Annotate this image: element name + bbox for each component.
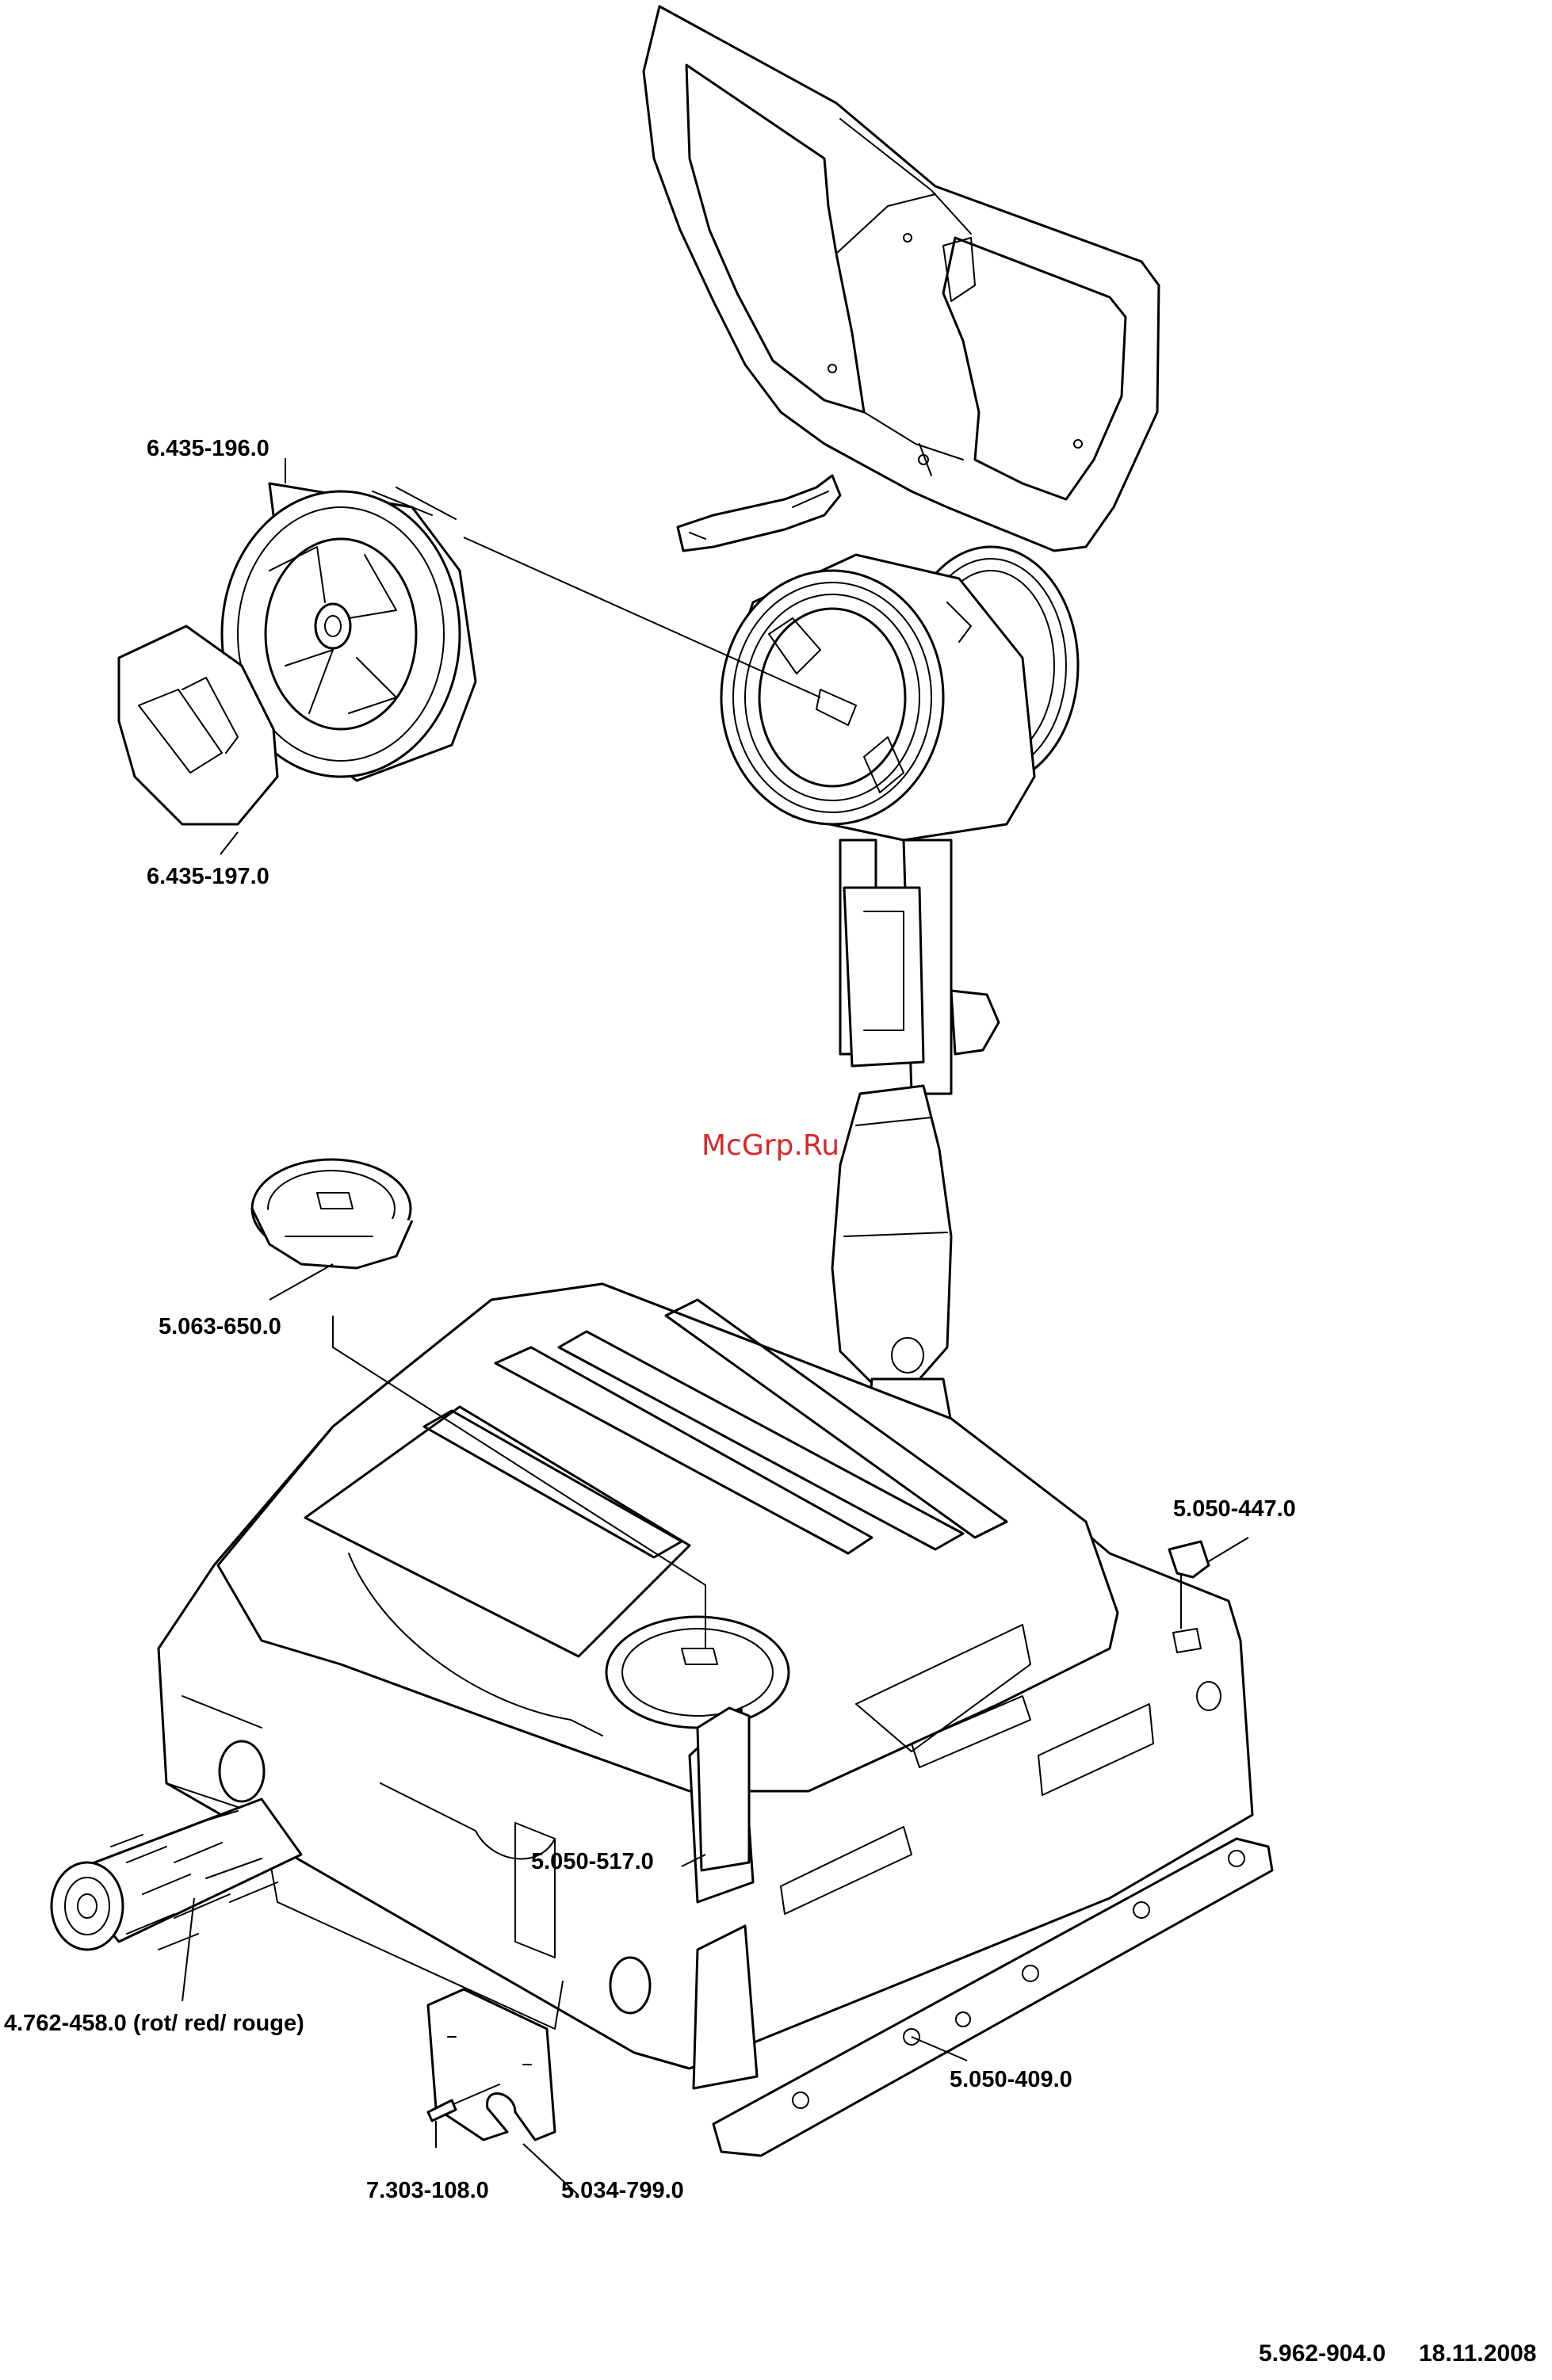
bumper <box>698 1708 749 1870</box>
clip <box>1169 1541 1209 1577</box>
label-brush-roller: 4.762-458.0 (rot/ red/ rouge) <box>4 2012 304 2035</box>
watermark: McGrp.Ru <box>701 1132 839 1160</box>
footer-drawing-number: 5.962-904.0 <box>1259 2342 1386 2366</box>
label-tank-lid: 5.063-650.0 <box>159 1316 281 1339</box>
label-bumper: 5.050-517.0 <box>531 1851 654 1874</box>
cover-plate <box>428 1989 555 2140</box>
brush-roller <box>52 1799 301 1950</box>
footer-date: 18.11.2008 <box>1419 2342 1537 2366</box>
label-screw: 7.303-108.0 <box>366 2179 489 2202</box>
label-wheel-cap: 6.435-197.0 <box>147 865 269 888</box>
label-squeegee-strip: 5.050-409.0 <box>950 2069 1072 2092</box>
tank-lid <box>252 1159 412 1268</box>
label-cover-plate: 5.034-799.0 <box>561 2179 684 2202</box>
handle-shaft <box>832 840 999 1427</box>
label-clip: 5.050-447.0 <box>1173 1498 1296 1521</box>
handle-lever <box>678 476 840 551</box>
handle-frame <box>644 6 1159 551</box>
label-wheel: 6.435-196.0 <box>147 437 269 460</box>
